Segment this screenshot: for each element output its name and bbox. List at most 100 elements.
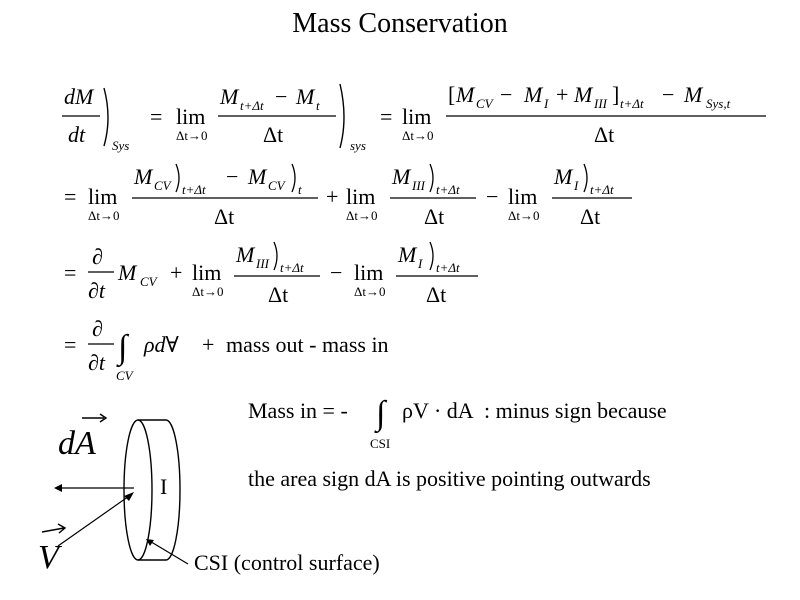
svg-text:M: M <box>683 82 704 107</box>
csi-label: CSI (control surface) <box>194 550 380 575</box>
svg-text:CV: CV <box>268 178 287 193</box>
integral-sub-csi: CSI <box>370 436 390 451</box>
svg-text:t+Δt: t+Δt <box>620 96 644 111</box>
dA-vector-label: dA <box>58 425 96 462</box>
svg-text:lim: lim <box>402 104 431 129</box>
mass-out-in-text: mass out - mass in <box>226 332 389 357</box>
svg-text:Δt: Δt <box>424 204 444 229</box>
control-volume-diagram: dA V I CSI (control surface) <box>38 413 380 576</box>
integrand-cv: ρd∀ <box>143 332 180 357</box>
svg-text:M: M <box>133 164 154 189</box>
svg-text:+: + <box>556 82 568 107</box>
cylinder-front-face <box>123 419 153 561</box>
svg-text:+: + <box>170 260 182 285</box>
svg-text:Δt: Δt <box>214 204 234 229</box>
svg-text:t+Δt: t+Δt <box>590 182 614 197</box>
svg-text:lim: lim <box>354 260 383 285</box>
lim-1: lim <box>176 104 205 129</box>
svg-text:−: − <box>226 164 238 189</box>
svg-text:=: = <box>64 184 76 209</box>
svg-text:]: ] <box>612 82 619 107</box>
equation-line-4: = ∂ ∂t ∫ CV ρd∀ + mass out - mass in <box>64 316 389 383</box>
svg-text:−: − <box>486 184 498 209</box>
svg-text:M: M <box>295 84 316 109</box>
svg-text:+: + <box>326 184 338 209</box>
svg-text:t+Δt: t+Δt <box>436 182 460 197</box>
lhs-denominator: dt <box>68 122 86 147</box>
svg-text:t+Δt: t+Δt <box>182 182 206 197</box>
svg-text:Δt→0: Δt→0 <box>508 208 539 223</box>
svg-text:t: t <box>316 98 320 113</box>
svg-text:=: = <box>64 260 76 285</box>
equation-line-1: dM dt Sys = lim Δt→0 M t+Δt − M t Δt sys… <box>62 82 766 153</box>
mass-in-statement: Mass in = - ∫ CSI ρV · dA : minus sign b… <box>248 395 667 491</box>
slide-title: Mass Conservation <box>292 8 508 39</box>
svg-text:Δt→0: Δt→0 <box>402 128 433 143</box>
svg-text:I: I <box>573 178 579 193</box>
svg-text:[: [ <box>448 82 455 107</box>
integral-sign-csi: ∫ <box>374 395 388 434</box>
region-I-label: I <box>160 474 167 499</box>
partial-num-4: ∂ <box>92 316 103 341</box>
svg-text:Δt: Δt <box>426 282 446 307</box>
csi-pointer-arrow <box>147 539 189 565</box>
svg-text:M: M <box>219 84 240 109</box>
svg-text:t: t <box>298 182 302 197</box>
mass-in-integrand: ρV · dA <box>402 398 474 423</box>
svg-text:Δt: Δt <box>268 282 288 307</box>
lhs-numerator: dM <box>64 84 95 109</box>
svg-text:t+Δt: t+Δt <box>436 260 460 275</box>
svg-text:Δt→0: Δt→0 <box>346 208 377 223</box>
svg-text:M: M <box>553 164 574 189</box>
svg-text:III: III <box>593 96 608 111</box>
svg-text:I: I <box>417 256 423 271</box>
svg-text:=: = <box>64 332 76 357</box>
svg-text:M: M <box>397 242 418 267</box>
svg-text:M: M <box>235 242 256 267</box>
svg-text:Δt→0: Δt→0 <box>88 208 119 223</box>
svg-text:Δt→0: Δt→0 <box>354 284 385 299</box>
partial-den-3: ∂t <box>88 278 106 303</box>
velocity-arrow <box>57 493 133 547</box>
svg-text:Δt: Δt <box>580 204 600 229</box>
svg-text:M: M <box>391 164 412 189</box>
lhs-subscript: Sys <box>112 138 129 153</box>
frac1-den: Δt <box>263 122 283 147</box>
partial-den-4: ∂t <box>88 350 106 375</box>
svg-text:M: M <box>455 82 476 107</box>
svg-text:−: − <box>662 82 674 107</box>
svg-text:III: III <box>411 178 426 193</box>
svg-text:CV: CV <box>140 274 159 289</box>
equation-line-2: = lim Δt→0 M CV t+Δt − M CV t Δt + lim Δ… <box>64 163 632 229</box>
svg-text:M: M <box>117 260 138 285</box>
svg-text:M: M <box>247 164 268 189</box>
svg-text:=: = <box>150 104 162 129</box>
partial-num-3: ∂ <box>92 244 103 269</box>
svg-text:−: − <box>330 260 342 285</box>
svg-text:t+Δt: t+Δt <box>240 98 264 113</box>
svg-text:Δt→0: Δt→0 <box>192 284 223 299</box>
svg-text:lim: lim <box>346 184 375 209</box>
svg-text:=: = <box>380 104 392 129</box>
svg-text:CV: CV <box>476 96 495 111</box>
lim-1-sub: Δt→0 <box>176 128 207 143</box>
svg-text:I: I <box>543 96 549 111</box>
svg-text:Sys,t: Sys,t <box>706 96 731 111</box>
svg-text:lim: lim <box>192 260 221 285</box>
svg-text:−: − <box>275 84 287 109</box>
mass-in-line2: the area sign dA is positive pointing ou… <box>248 466 651 491</box>
mass-in-prefix: Mass in = - <box>248 398 348 423</box>
svg-text:lim: lim <box>88 184 117 209</box>
svg-text:Δt: Δt <box>594 122 614 147</box>
V-arrow-icon <box>41 527 65 533</box>
svg-text:CV: CV <box>154 178 173 193</box>
svg-text:t+Δt: t+Δt <box>280 260 304 275</box>
sys-subscript: sys <box>350 138 366 153</box>
svg-text:M: M <box>523 82 544 107</box>
svg-text:+: + <box>202 332 214 357</box>
svg-text:III: III <box>255 256 270 271</box>
integral-sign-cv: ∫ <box>116 329 130 368</box>
integral-sub-cv: CV <box>116 368 135 383</box>
svg-text:lim: lim <box>508 184 537 209</box>
